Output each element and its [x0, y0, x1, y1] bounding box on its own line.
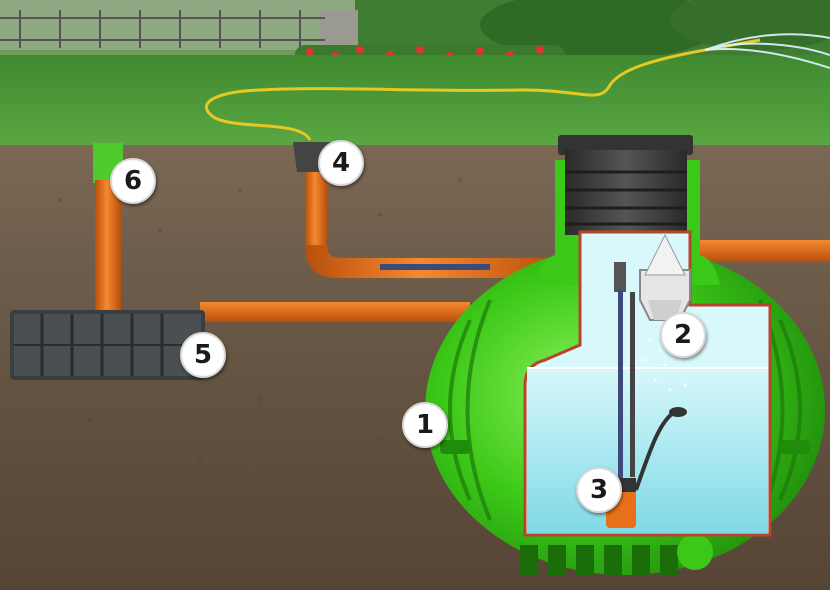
lawn — [0, 55, 830, 147]
marker-3-label: 3 — [589, 475, 609, 505]
marker-5-label: 5 — [193, 340, 213, 370]
marker-4-label: 4 — [331, 148, 351, 178]
access-shaft — [558, 135, 693, 235]
marker-2: 2 — [660, 312, 706, 358]
marker-4: 4 — [318, 140, 364, 186]
inflow-pipe — [690, 240, 830, 262]
tap-pipe — [305, 170, 560, 278]
marker-1: 1 — [402, 402, 448, 448]
marker-6: 6 — [110, 158, 156, 204]
overflow-pipe — [200, 302, 470, 322]
water-spray — [704, 33, 830, 69]
marker-5: 5 — [180, 332, 226, 378]
infiltration-block — [10, 310, 205, 380]
marker-6-label: 6 — [123, 166, 143, 196]
soil-texture — [48, 178, 462, 542]
garden-hose — [204, 38, 761, 141]
stored-water — [527, 368, 768, 533]
marker-1-label: 1 — [415, 410, 435, 440]
garden-fence — [0, 10, 325, 48]
marker-2-label: 2 — [673, 320, 693, 350]
downpipe — [95, 180, 121, 310]
filter-basket — [639, 233, 691, 321]
marker-3: 3 — [576, 467, 622, 513]
